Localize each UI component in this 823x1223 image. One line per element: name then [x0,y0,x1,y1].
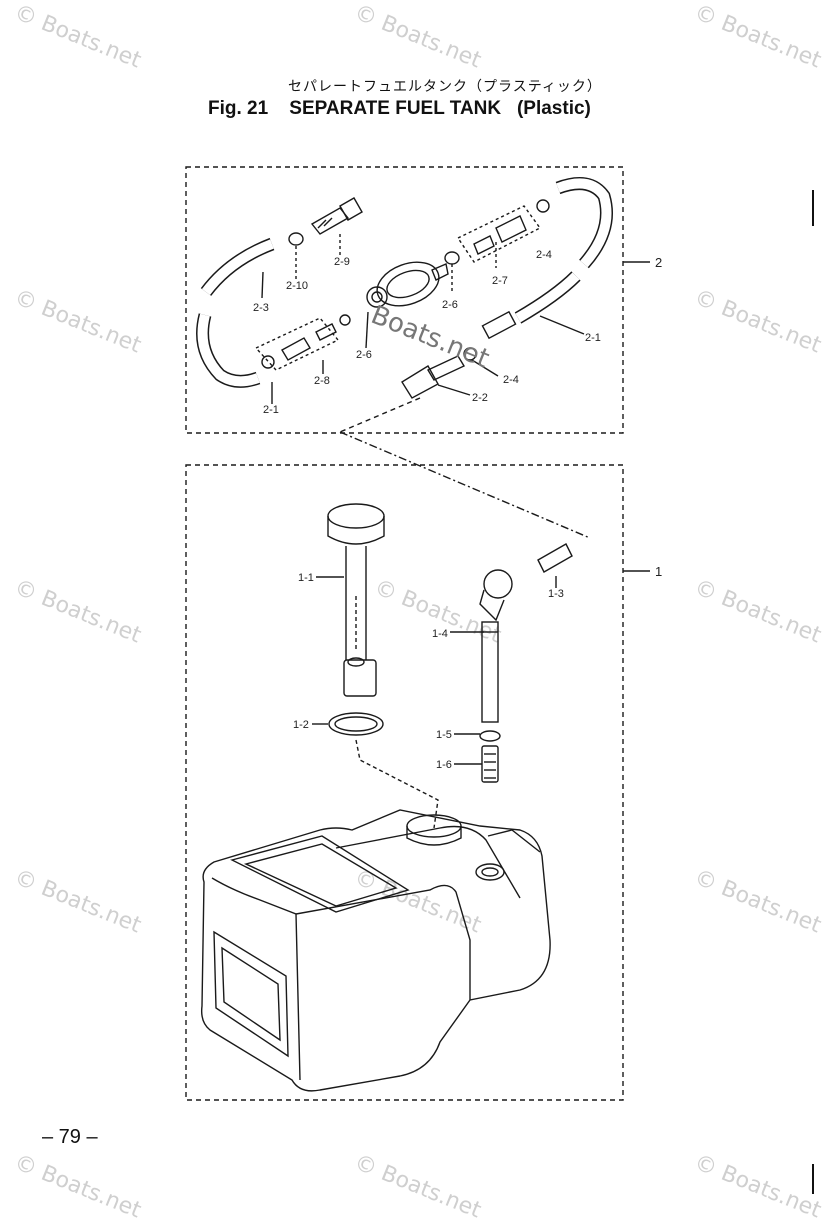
tank-connector [401,347,477,399]
primer-bulb [366,261,449,308]
part-label: 1-3 [548,588,564,600]
page-edge-mark [812,1164,814,1194]
part-label: 2-6 [442,299,458,311]
group-label: 1 [655,564,662,579]
part-label: 1-4 [432,628,448,640]
part-label: 2-7 [492,275,508,287]
check-valve-group [456,205,542,263]
part-label: 1-1 [298,572,314,584]
figure-title: Fig. 21 SEPARATE FUEL TANK (Plastic) [208,98,591,119]
part-label: 2-1 [263,404,279,416]
engine-connector [310,197,363,235]
part-label: 2-2 [472,392,488,404]
part-label: 2-6 [356,349,372,361]
pickup-clip [479,730,501,742]
check-valve-group [254,317,340,371]
page-number: – 79 – [42,1126,98,1148]
part-label: 2-9 [334,256,350,268]
part-label: 2-10 [286,280,308,292]
part-label: 2-3 [253,302,269,314]
group-1-boundary [185,464,624,1101]
part-label: 1-6 [436,759,452,771]
pickup-filter [481,745,499,783]
page-edge-mark [812,190,814,226]
fuel-gauge [327,503,385,697]
fuel-pickup [479,543,573,723]
part-label: 2-8 [314,375,330,387]
part-label: 2-4 [503,374,519,386]
group-label: 2 [655,255,662,270]
part-label: 1-5 [436,729,452,741]
group-2-boundary [185,166,624,434]
part-label: 1-2 [293,719,309,731]
part-label: 2-4 [536,249,552,261]
gauge-gasket [328,712,384,736]
hose-clip [288,232,304,246]
part-label: 2-1 [585,332,601,344]
fuel-tank [200,809,551,1092]
figure-title-japanese: セパレートフュエルタンク（プラスティック） [288,79,602,95]
